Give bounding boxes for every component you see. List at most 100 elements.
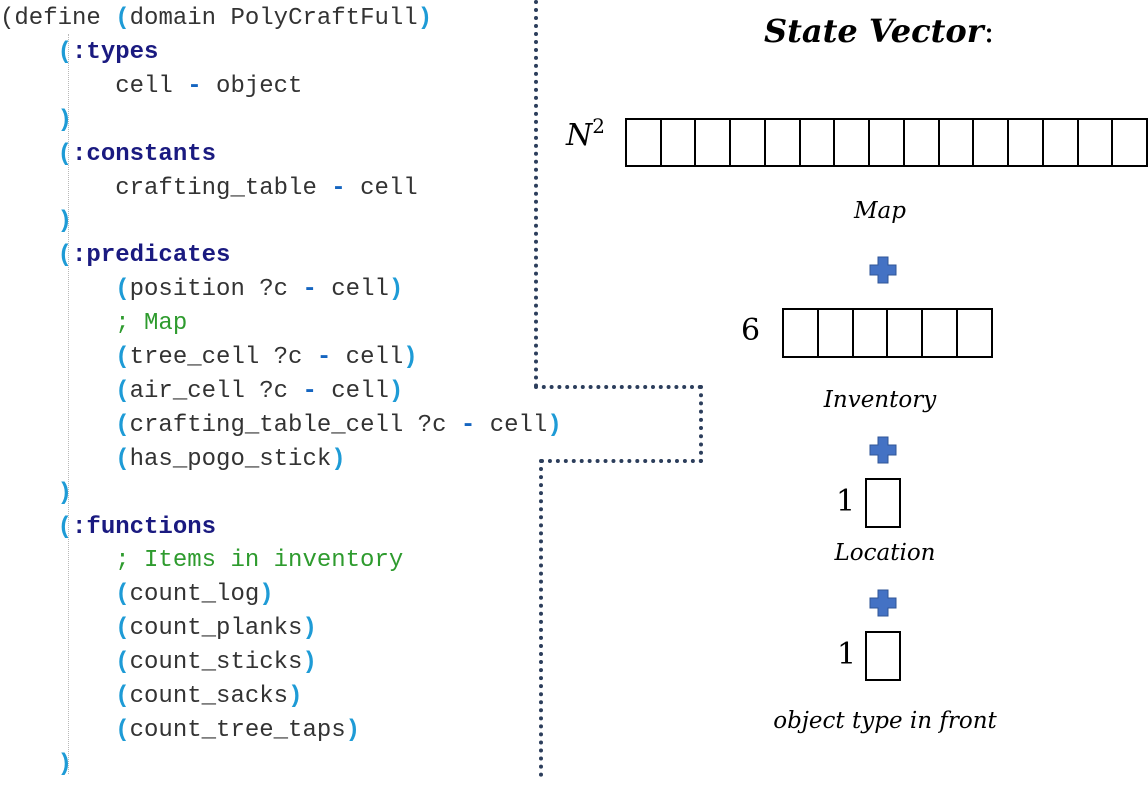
- vector-cell: [1079, 120, 1114, 165]
- code-token: ): [345, 716, 361, 744]
- vector-cell: [870, 120, 905, 165]
- dotted-separator-right-step: [699, 385, 703, 463]
- location-size-label: 1: [836, 484, 856, 519]
- plus-icon: [869, 589, 897, 617]
- vector-cell: [867, 633, 899, 679]
- code-token: :constants: [72, 140, 217, 168]
- code-line: (count_sacks): [0, 680, 302, 714]
- code-token: ): [388, 276, 404, 304]
- front-label: object type in front: [773, 708, 997, 734]
- vector-cell: [974, 120, 1010, 165]
- vector-cell: [696, 120, 732, 165]
- diagram-title: State Vector:: [764, 12, 994, 50]
- code-token: -: [460, 411, 476, 439]
- front-cells: [865, 631, 901, 681]
- code-token: -: [302, 377, 317, 405]
- code-token: position ?c: [129, 276, 303, 304]
- code-token: ): [417, 5, 433, 32]
- title-colon: :: [983, 12, 995, 50]
- code-token: tree_cell ?c: [129, 344, 317, 371]
- code-line: ; Items in inventory: [0, 544, 403, 578]
- code-token: cell: [0, 72, 188, 100]
- code-token: (: [0, 5, 15, 32]
- code-token: count_tree_taps: [129, 716, 346, 744]
- vector-cell: [854, 310, 889, 356]
- vector-cell: [835, 120, 871, 165]
- code-token: count_sacks: [129, 683, 289, 710]
- code-token: (: [115, 377, 130, 405]
- map-cells: [625, 118, 1148, 167]
- vector-cell: [784, 310, 819, 356]
- dotted-separator-upper: [534, 0, 538, 388]
- code-token: ): [331, 445, 346, 473]
- code-token: ): [388, 377, 404, 405]
- vector-cell: [819, 310, 854, 356]
- code-token: (: [115, 615, 130, 643]
- dotted-separator-bottom-step: [540, 459, 703, 463]
- code-line: (count_sticks): [0, 646, 317, 680]
- code-token: crafting_table: [0, 174, 332, 202]
- code-token: -: [187, 72, 202, 100]
- code-line: (position ?c - cell): [0, 273, 403, 307]
- map-size-base: N: [566, 118, 593, 153]
- vector-cell: [923, 310, 959, 356]
- code-token: (: [115, 5, 130, 32]
- code-token: (: [115, 276, 130, 304]
- code-line: (tree_cell ?c - cell): [0, 341, 418, 375]
- location-cells: [865, 478, 901, 528]
- code-token: count_log: [129, 581, 260, 609]
- vector-cell: [1044, 120, 1079, 165]
- plus-icon: [869, 256, 897, 284]
- code-token: object: [201, 72, 303, 100]
- vector-cell: [627, 120, 662, 165]
- code-token: crafting_table_cell ?c: [129, 411, 461, 439]
- code-token: cell: [475, 411, 548, 439]
- code-line: (crafting_table_cell ?c - cell): [0, 409, 562, 443]
- vector-cell: [801, 120, 836, 165]
- code-token: (: [115, 649, 130, 677]
- code-token: (: [115, 683, 130, 710]
- vector-cell: [731, 120, 766, 165]
- code-token: (: [115, 411, 130, 439]
- inventory-cells: [782, 308, 993, 358]
- map-size-label: N2: [566, 114, 605, 153]
- code-token: :predicates: [72, 242, 231, 270]
- code-token: define: [14, 5, 116, 32]
- code-line: (count_log): [0, 578, 274, 612]
- code-line: (count_tree_taps): [0, 714, 360, 748]
- code-token: cell: [331, 344, 404, 371]
- map-size-exponent: 2: [592, 113, 605, 138]
- inventory-label: Inventory: [823, 387, 937, 413]
- front-size-label: 1: [837, 637, 857, 672]
- code-token: ): [547, 411, 562, 439]
- code-token: has_pogo_stick: [129, 445, 332, 473]
- code-token: ; Items in inventory: [0, 547, 404, 575]
- code-token: ; Map: [0, 310, 188, 338]
- code-token: cell: [345, 174, 418, 202]
- vector-cell: [1009, 120, 1044, 165]
- code-line: cell - object: [0, 70, 302, 104]
- vector-cell: [940, 120, 975, 165]
- code-token: ): [403, 344, 418, 371]
- code-token: ): [259, 581, 274, 609]
- code-line: (count_planks): [0, 612, 317, 646]
- code-line: (define (domain PolyCraftFull): [0, 2, 432, 36]
- code-token: cell: [316, 276, 389, 304]
- location-label: Location: [834, 540, 936, 566]
- code-token: -: [331, 174, 346, 202]
- code-token: ): [288, 683, 303, 710]
- title-text: State Vector: [764, 12, 984, 50]
- vector-cell: [905, 120, 940, 165]
- code-token: count_planks: [129, 615, 303, 643]
- dotted-separator-top-step: [534, 385, 702, 389]
- code-token: (: [115, 445, 130, 473]
- vector-cell: [958, 310, 991, 356]
- code-line: ; Map: [0, 307, 187, 341]
- code-token: -: [316, 344, 332, 371]
- code-token: ): [302, 649, 317, 677]
- code-token: :types: [72, 38, 159, 66]
- code-token: ): [302, 615, 317, 643]
- code-token: (: [115, 344, 130, 371]
- code-token: air_cell ?c: [129, 377, 303, 405]
